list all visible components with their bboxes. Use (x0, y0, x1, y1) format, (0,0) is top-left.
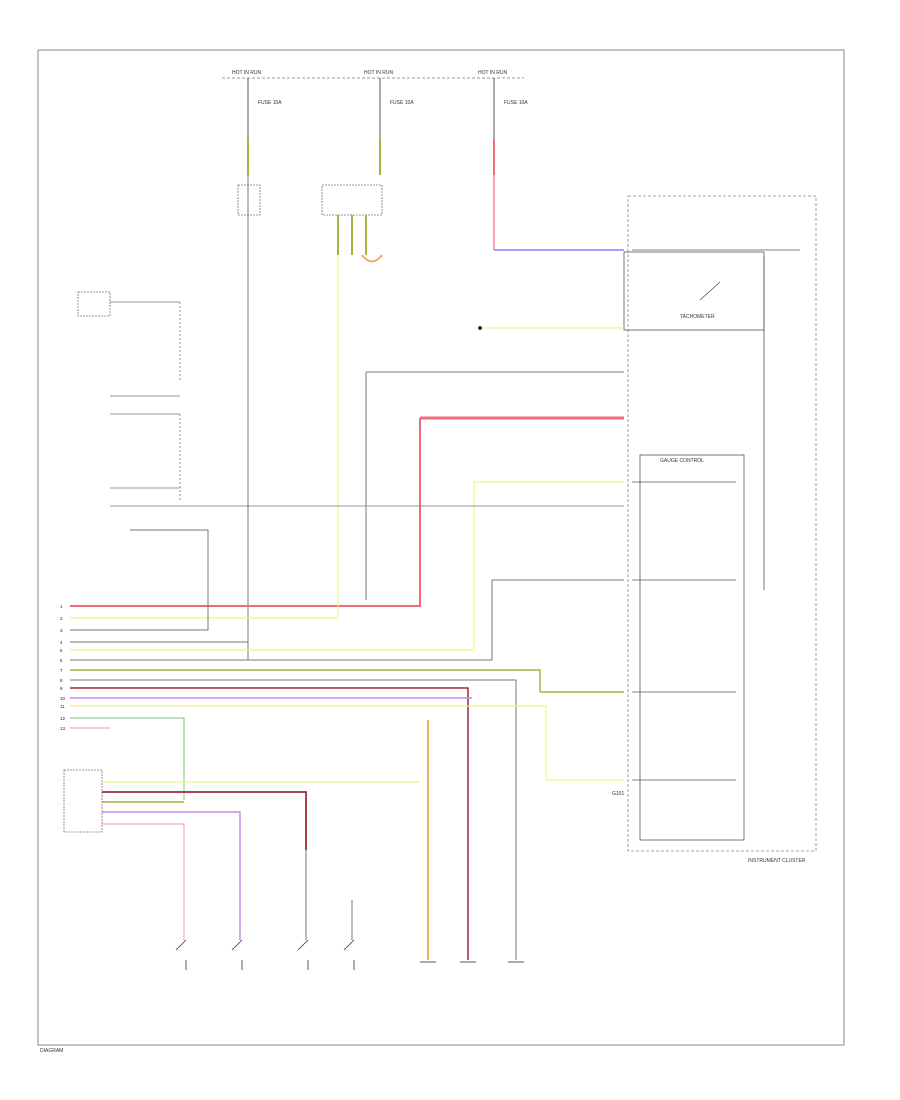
svg-text:11: 11 (60, 704, 65, 709)
svg-text:10: 10 (60, 696, 66, 701)
svg-text:12: 12 (60, 716, 66, 721)
fuse-drops (247, 78, 495, 175)
left-pin-numbers: 1 2 3 4 5 6 7 8 9 10 11 12 13 (60, 604, 66, 731)
instrument-cluster-label: INSTRUMENT CLUSTER (748, 858, 806, 864)
tachometer-label: TACHOMETER (680, 314, 715, 320)
svg-text:5: 5 (60, 648, 63, 653)
upper-connectors (237, 175, 383, 660)
lower-left-wires (102, 781, 420, 940)
svg-text:9: 9 (60, 686, 63, 691)
fuse-label-2: HOT IN RUN (364, 70, 393, 76)
diagram-border (37, 49, 845, 1046)
fuse-label-3: HOT IN RUN (478, 70, 507, 76)
bottom-switches (175, 939, 355, 970)
gauge-control-box (639, 454, 745, 841)
svg-text:13: 13 (60, 726, 66, 731)
fuse-detail-3: FUSE 10A (504, 100, 528, 106)
instrument-cluster-box (627, 195, 817, 852)
ground-label: G101 (612, 791, 624, 797)
svg-text:1: 1 (60, 604, 63, 609)
gauge-control-label: GAUGE CONTROL (660, 458, 704, 464)
bottom-switch-wires (305, 720, 429, 960)
left-bundle (70, 255, 547, 960)
cluster-wires (366, 249, 800, 781)
svg-text:6: 6 (60, 658, 63, 663)
left-modules (77, 291, 624, 507)
fuse-label-1: HOT IN RUN (232, 70, 261, 76)
fuse-detail-1: FUSE 10A (258, 100, 282, 106)
svg-text:2: 2 (60, 616, 63, 621)
tach-needle (699, 281, 721, 301)
svg-text:3: 3 (60, 628, 63, 633)
svg-text:8: 8 (60, 678, 63, 683)
fuse-detail-2: FUSE 10A (390, 100, 414, 106)
svg-text:4: 4 (60, 640, 63, 645)
footer-code: DIAGRAM (40, 1048, 63, 1054)
svg-text:7: 7 (60, 668, 63, 673)
lower-left-connector (63, 769, 103, 833)
